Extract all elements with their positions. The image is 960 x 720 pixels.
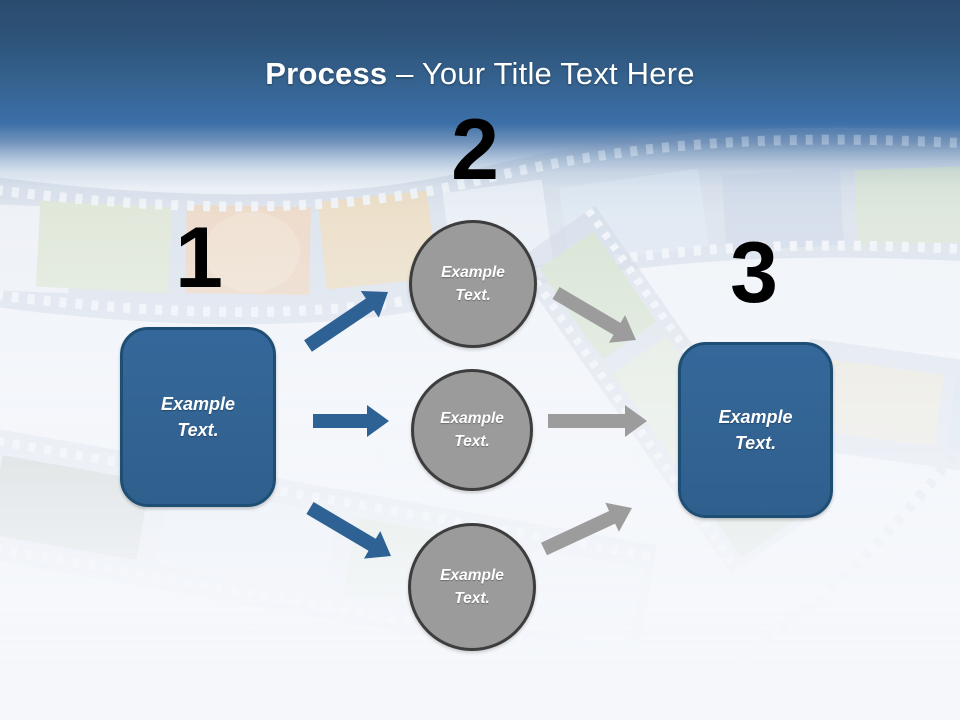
slide-title-emphasis: Process: [265, 56, 388, 91]
arrow-circle1-to-box3: [552, 287, 636, 343]
slide-title: Process – Your Title Text Here: [0, 56, 960, 92]
arrow-circle2-to-box3: [548, 405, 647, 437]
step2-circle-1: Example Text.: [409, 220, 537, 348]
arrow-box1-to-circle1: [304, 291, 388, 352]
step3-box: Example Text.: [678, 342, 833, 518]
arrow-circle3-to-box3: [541, 502, 632, 556]
step2-circle-3: Example Text.: [408, 523, 536, 651]
filmstrip-trail-bottom-left: [0, 656, 281, 713]
step3-box-label: Example Text.: [718, 406, 793, 453]
arrow-box1-to-circle2: [313, 405, 389, 437]
step2-circle-3-label: Example Text.: [440, 566, 504, 607]
step2-circle-2-label: Example Text.: [440, 409, 504, 450]
slide-title-rest: – Your Title Text Here: [396, 56, 695, 91]
step-number-3: 3: [730, 225, 778, 321]
arrow-box1-to-circle3: [306, 502, 391, 559]
step-number-1: 1: [175, 210, 223, 306]
step-number-2: 2: [451, 102, 499, 198]
step1-box-label: Example Text.: [160, 393, 236, 440]
step2-circle-1-label: Example Text.: [441, 263, 505, 304]
filmstrip-lower-left: [0, 423, 657, 674]
step1-box: Example Text.: [120, 327, 276, 507]
step2-circle-2: Example Text.: [411, 369, 533, 491]
